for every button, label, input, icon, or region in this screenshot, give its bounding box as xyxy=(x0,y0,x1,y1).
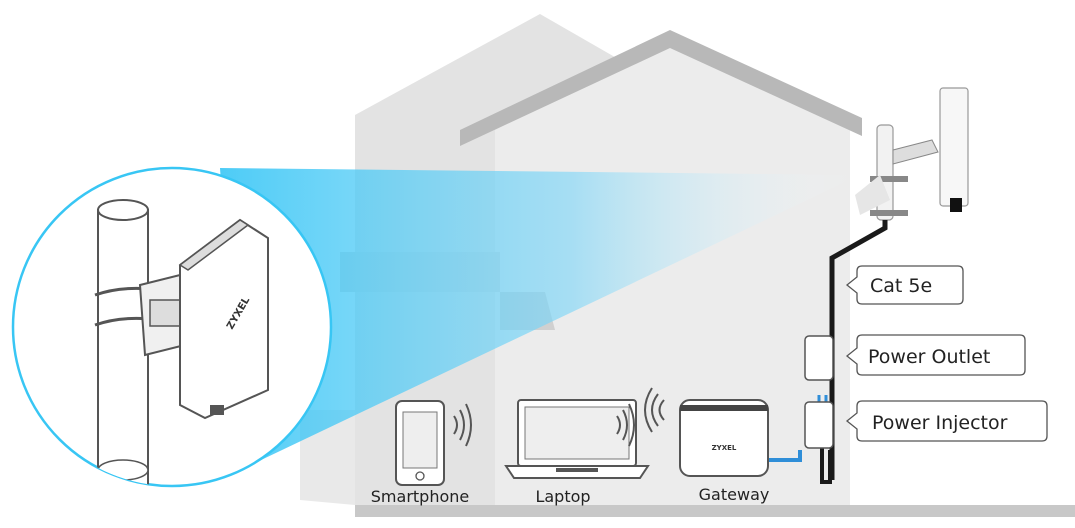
callout-cable: Cat 5e xyxy=(845,265,964,305)
power-injector-box xyxy=(804,401,834,449)
house-front xyxy=(460,30,862,505)
ground-strip xyxy=(355,505,1075,517)
label-injector: Power Injector xyxy=(872,412,1008,434)
wifi-waves-icon xyxy=(644,387,665,433)
pole xyxy=(97,209,149,486)
smartphone-device xyxy=(395,400,472,486)
injector-loop xyxy=(820,440,832,484)
house-roof xyxy=(460,30,862,146)
gateway-brand: ZYXEL xyxy=(712,444,737,452)
ethernet-cable xyxy=(768,450,802,462)
label-cable: Cat 5e xyxy=(870,275,932,297)
wifi-waves-icon xyxy=(453,403,472,447)
label-gateway: Gateway xyxy=(699,485,770,504)
label-smartphone: Smartphone xyxy=(371,487,469,506)
callout-outlet: Power Outlet xyxy=(845,334,1026,376)
label-laptop: Laptop xyxy=(535,487,590,506)
outlet-cable xyxy=(817,395,828,402)
power-outlet-box xyxy=(804,335,834,381)
zoom-beam xyxy=(220,168,860,470)
wall-antenna xyxy=(855,87,969,221)
label-outlet: Power Outlet xyxy=(868,346,990,368)
callout-injector: Power Injector xyxy=(845,400,1048,442)
laptop-device xyxy=(504,399,650,479)
zoom-circle: ZYXEL xyxy=(11,166,333,488)
wifi-waves-icon xyxy=(616,403,635,447)
gateway-device: ZYXEL xyxy=(644,387,769,477)
